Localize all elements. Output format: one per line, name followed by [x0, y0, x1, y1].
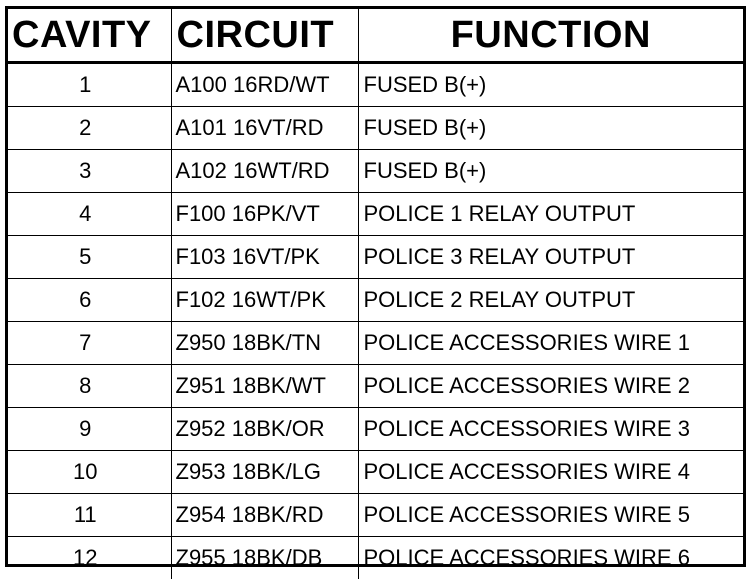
- cavity-cell: 2: [8, 107, 171, 150]
- cavity-cell: 8: [8, 365, 171, 408]
- cavity-column-header: CAVITY: [8, 9, 171, 63]
- circuit-cell: A100 16RD/WT: [171, 63, 358, 107]
- circuit-cell: Z951 18BK/WT: [171, 365, 358, 408]
- cavity-cell: 7: [8, 322, 171, 365]
- function-cell: POLICE ACCESSORIES WIRE 2: [358, 365, 743, 408]
- function-cell: POLICE 1 RELAY OUTPUT: [358, 193, 743, 236]
- cavity-cell: 12: [8, 537, 171, 579]
- circuit-cell: A102 16WT/RD: [171, 150, 358, 193]
- cavity-cell: 10: [8, 451, 171, 494]
- cavity-cell: 6: [8, 279, 171, 322]
- cavity-cell: 3: [8, 150, 171, 193]
- function-cell: FUSED B(+): [358, 63, 743, 107]
- circuit-cell: A101 16VT/RD: [171, 107, 358, 150]
- function-cell: POLICE ACCESSORIES WIRE 3: [358, 408, 743, 451]
- circuit-cell: Z955 18BK/DB: [171, 537, 358, 579]
- table-header: CAVITY CIRCUIT FUNCTION: [8, 9, 743, 63]
- cavity-cell: 1: [8, 63, 171, 107]
- circuit-cell: Z953 18BK/LG: [171, 451, 358, 494]
- circuit-cell: F102 16WT/PK: [171, 279, 358, 322]
- circuit-cell: F100 16PK/VT: [171, 193, 358, 236]
- function-cell: POLICE 2 RELAY OUTPUT: [358, 279, 743, 322]
- function-cell: POLICE 3 RELAY OUTPUT: [358, 236, 743, 279]
- cavity-cell: 11: [8, 494, 171, 537]
- cavity-cell: 5: [8, 236, 171, 279]
- function-cell: FUSED B(+): [358, 150, 743, 193]
- header-row: CAVITY CIRCUIT FUNCTION: [8, 9, 743, 63]
- function-cell: POLICE ACCESSORIES WIRE 4: [358, 451, 743, 494]
- function-cell: POLICE ACCESSORIES WIRE 6: [358, 537, 743, 579]
- circuit-cell: Z954 18BK/RD: [171, 494, 358, 537]
- cavity-cell: 4: [8, 193, 171, 236]
- circuit-cell: F103 16VT/PK: [171, 236, 358, 279]
- function-cell: POLICE ACCESSORIES WIRE 5: [358, 494, 743, 537]
- function-column-header: FUNCTION: [358, 9, 743, 63]
- circuit-cell: Z950 18BK/TN: [171, 322, 358, 365]
- circuit-cell: Z952 18BK/OR: [171, 408, 358, 451]
- function-cell: POLICE ACCESSORIES WIRE 1: [358, 322, 743, 365]
- circuit-column-header: CIRCUIT: [171, 9, 358, 63]
- function-cell: FUSED B(+): [358, 107, 743, 150]
- cavity-cell: 9: [8, 408, 171, 451]
